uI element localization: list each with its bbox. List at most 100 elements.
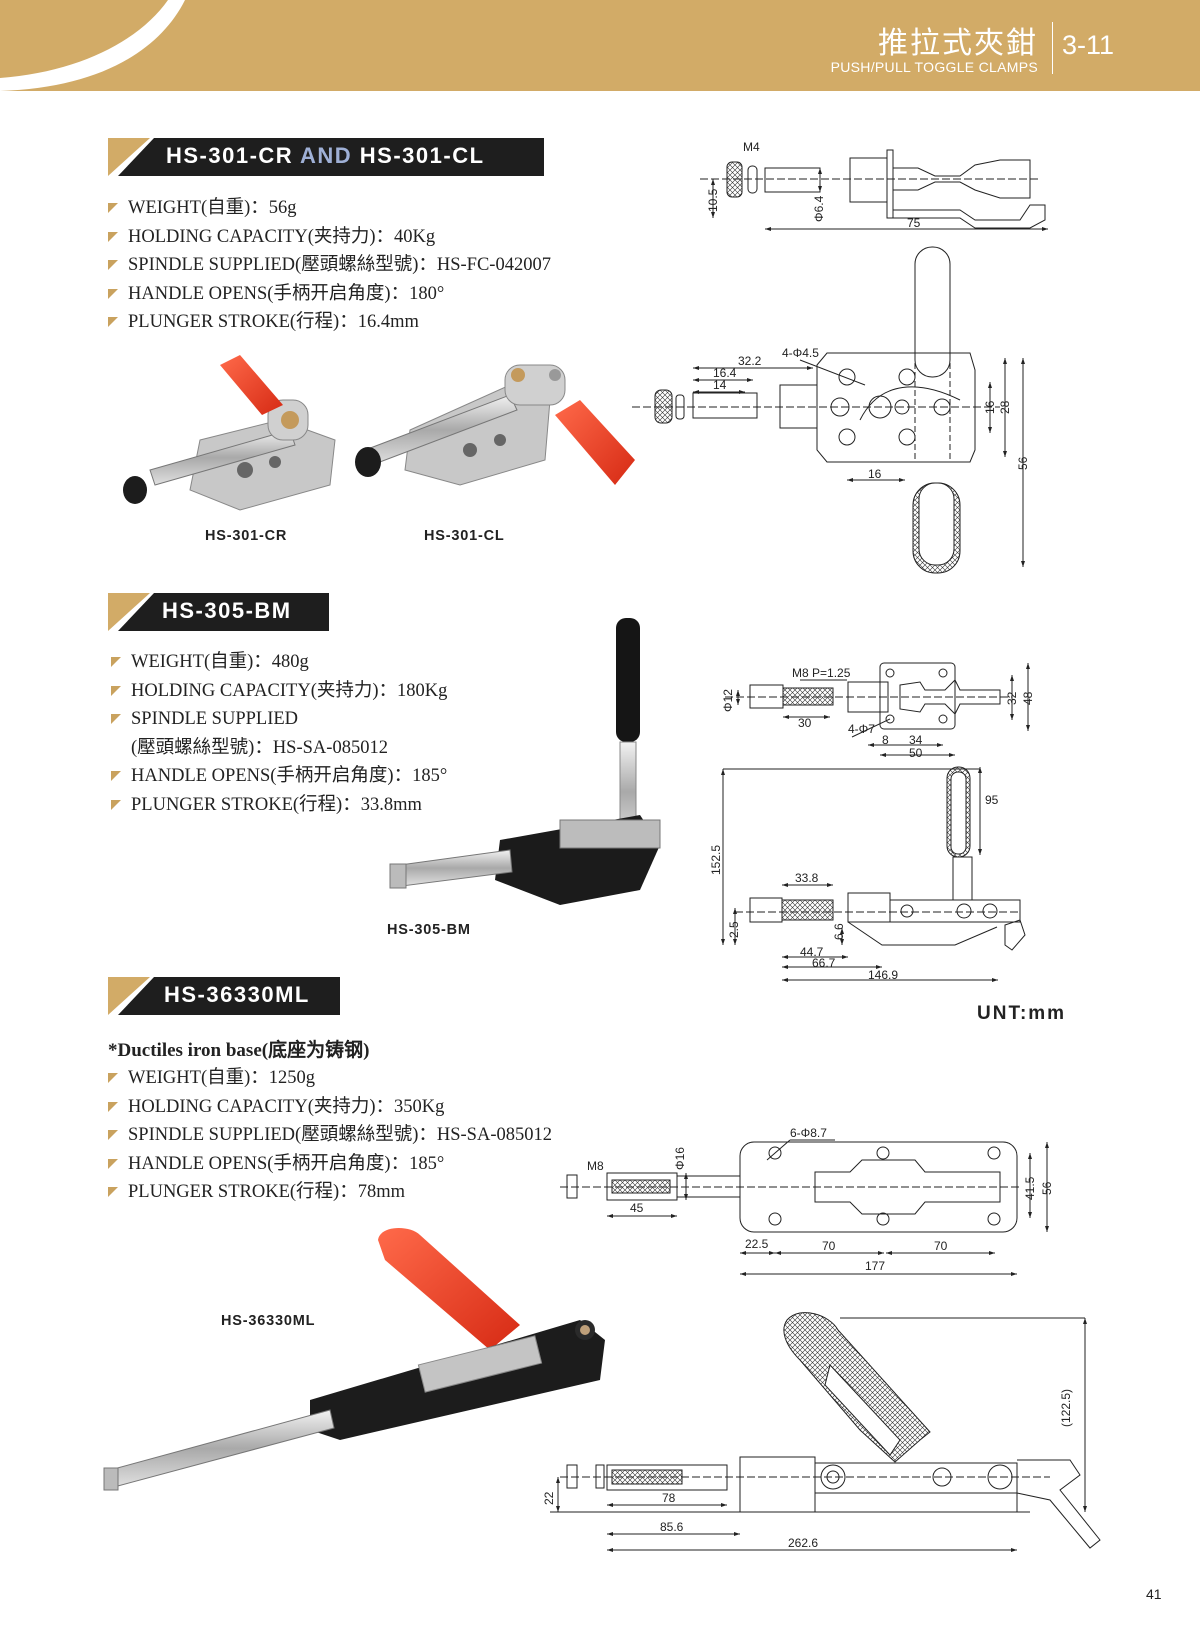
- spec-item: WEIGHT(自重)：56g: [108, 194, 551, 223]
- spec-item: HOLDING CAPACITY(夹持力)：40Kg: [108, 223, 551, 252]
- spec-item: HOLDING CAPACITY(夹持力)：180Kg: [111, 677, 447, 706]
- dim-label: 22: [542, 1491, 556, 1505]
- dim-label: 2.5: [727, 921, 741, 938]
- page-number: 41: [1146, 1586, 1162, 1602]
- section-header-hs-305: HS-305-BM: [108, 593, 329, 631]
- dim-label: 56: [1040, 1181, 1054, 1195]
- dim-label: Φ6.4: [812, 195, 826, 222]
- bullet-icon: [111, 714, 121, 724]
- photo-hs-305-bm: [389, 618, 661, 905]
- page-title-en: PUSH/PULL TOGGLE CLAMPS: [830, 59, 1038, 75]
- bullet-icon: [108, 1073, 118, 1083]
- spec-item: HANDLE OPENS(手柄开启角度)：185°: [108, 1150, 552, 1179]
- bullet-icon: [108, 1187, 118, 1197]
- spec-item: PLUNGER STROKE(行程)：16.4mm: [108, 308, 551, 337]
- dim-label: 44.7: [800, 945, 824, 959]
- photo-hs-301-cr: [123, 355, 336, 511]
- dim-label: 85.6: [660, 1520, 684, 1534]
- dim-label: 75: [907, 216, 921, 230]
- spec-list-hs-305: WEIGHT(自重)：480g HOLDING CAPACITY(夹持力)：18…: [111, 648, 447, 819]
- bullet-icon: [108, 1130, 118, 1140]
- dim-label: 6.6: [832, 923, 846, 940]
- spec-item: SPINDLE SUPPLIED: [111, 705, 447, 734]
- dim-label: 146.9: [868, 968, 898, 982]
- dim-label: 34: [909, 733, 923, 747]
- dim-label: 78: [662, 1491, 676, 1505]
- photo-label: HS-301-CR: [205, 528, 288, 544]
- model-name: HS-301-CL: [359, 143, 485, 168]
- bullet-icon: [108, 288, 118, 299]
- drawing-hs-305-side: [721, 766, 1026, 982]
- spec-item: HANDLE OPENS(手柄开启角度)：185°: [111, 762, 447, 791]
- photo-label: HS-301-CL: [424, 528, 505, 544]
- material-note: *Ductiles iron base(底座为铸钢): [108, 1040, 370, 1061]
- dim-label: M4: [743, 140, 760, 154]
- spec-item: HOLDING CAPACITY(夹持力)：350Kg: [108, 1093, 552, 1122]
- drawing-hs-305-top: [725, 662, 1030, 757]
- dim-label: 14: [713, 378, 727, 392]
- model-name: HS-301-CR: [166, 143, 294, 168]
- drawing-hs-301-top: [700, 149, 1048, 231]
- dim-label: 4-Φ4.5: [782, 346, 819, 360]
- bullet-icon: [108, 317, 118, 327]
- dim-label: 177: [865, 1259, 885, 1273]
- drawing-hs-36330-side: [550, 1312, 1101, 1552]
- model-name: HS-305-BM: [162, 598, 292, 623]
- dim-label: M8 P=1.25: [792, 666, 851, 680]
- dim-label: 33.8: [795, 871, 819, 885]
- dim-label: 32: [1005, 691, 1019, 705]
- drawing-hs-301-front: [632, 246, 1025, 574]
- dim-label: 66.7: [812, 956, 836, 970]
- spec-item: PLUNGER STROKE(行程)：78mm: [108, 1178, 552, 1207]
- dim-label: 30: [798, 716, 812, 730]
- dim-label: 32.2: [738, 354, 762, 368]
- and-label: AND: [300, 143, 353, 168]
- dim-label: 262.6: [788, 1536, 818, 1550]
- dim-label: Φ16: [673, 1147, 687, 1170]
- dim-label: 10.5: [706, 188, 720, 212]
- bullet-icon: [111, 685, 121, 696]
- dim-label: 41.5: [1023, 1176, 1037, 1200]
- spec-item: SPINDLE SUPPLIED(壓頭螺絲型號)：HS-FC-042007: [108, 251, 551, 280]
- header-band: 推拉式夾鉗 PUSH/PULL TOGGLE CLAMPS 3-11: [0, 0, 1200, 91]
- page-title-cn: 推拉式夾鉗: [878, 26, 1038, 61]
- bullet-icon: [108, 231, 118, 242]
- spec-item: HANDLE OPENS(手柄开启角度)：180°: [108, 280, 551, 309]
- unit-label: UNT:mm: [977, 1003, 1067, 1024]
- dim-label: 16: [868, 467, 882, 481]
- spec-list-hs-36330: WEIGHT(自重)：1250g HOLDING CAPACITY(夹持力)：3…: [108, 1064, 552, 1207]
- spec-item: WEIGHT(自重)：1250g: [108, 1064, 552, 1093]
- header-divider: [1052, 22, 1053, 74]
- spec-item: WEIGHT(自重)：480g: [111, 648, 447, 677]
- dim-label: Φ12: [721, 689, 735, 712]
- dim-label: 22.5: [745, 1237, 769, 1251]
- dim-label: 16.4: [713, 366, 737, 380]
- dim-label: 28: [998, 400, 1012, 414]
- dim-label: 45: [630, 1201, 644, 1215]
- dim-label: M8: [587, 1159, 604, 1173]
- spec-item: SPINDLE SUPPLIED(壓頭螺絲型號)：HS-SA-085012: [108, 1121, 552, 1150]
- bullet-icon: [111, 657, 121, 667]
- bullet-icon: [108, 1101, 118, 1112]
- dim-label: 48: [1021, 691, 1035, 705]
- photo-label: HS-36330ML: [221, 1313, 316, 1329]
- photo-label: HS-305-BM: [387, 922, 471, 938]
- dim-label: 70: [934, 1239, 948, 1253]
- model-name: HS-36330ML: [164, 982, 310, 1007]
- bullet-icon: [108, 260, 118, 270]
- dim-label: 4-Φ7: [848, 722, 875, 736]
- swoosh-decoration: [0, 0, 185, 91]
- spec-item-continued: (壓頭螺絲型號)：HS-SA-085012: [131, 737, 388, 758]
- section-header-hs-301: HS-301-CR AND HS-301-CL: [108, 138, 544, 176]
- dim-label: 56: [1016, 456, 1030, 470]
- dim-label: 95: [985, 793, 999, 807]
- drawing-hs-36330-top: [560, 1139, 1049, 1276]
- spec-item: PLUNGER STROKE(行程)：33.8mm: [111, 791, 447, 820]
- bullet-icon: [111, 771, 121, 781]
- spec-list-hs-301: WEIGHT(自重)：56g HOLDING CAPACITY(夹持力)：40K…: [108, 194, 551, 337]
- section-code: 3-11: [1062, 30, 1115, 60]
- bullet-icon: [108, 1158, 118, 1169]
- dim-label: 8: [882, 733, 889, 747]
- photo-hs-301-cl: [355, 364, 635, 486]
